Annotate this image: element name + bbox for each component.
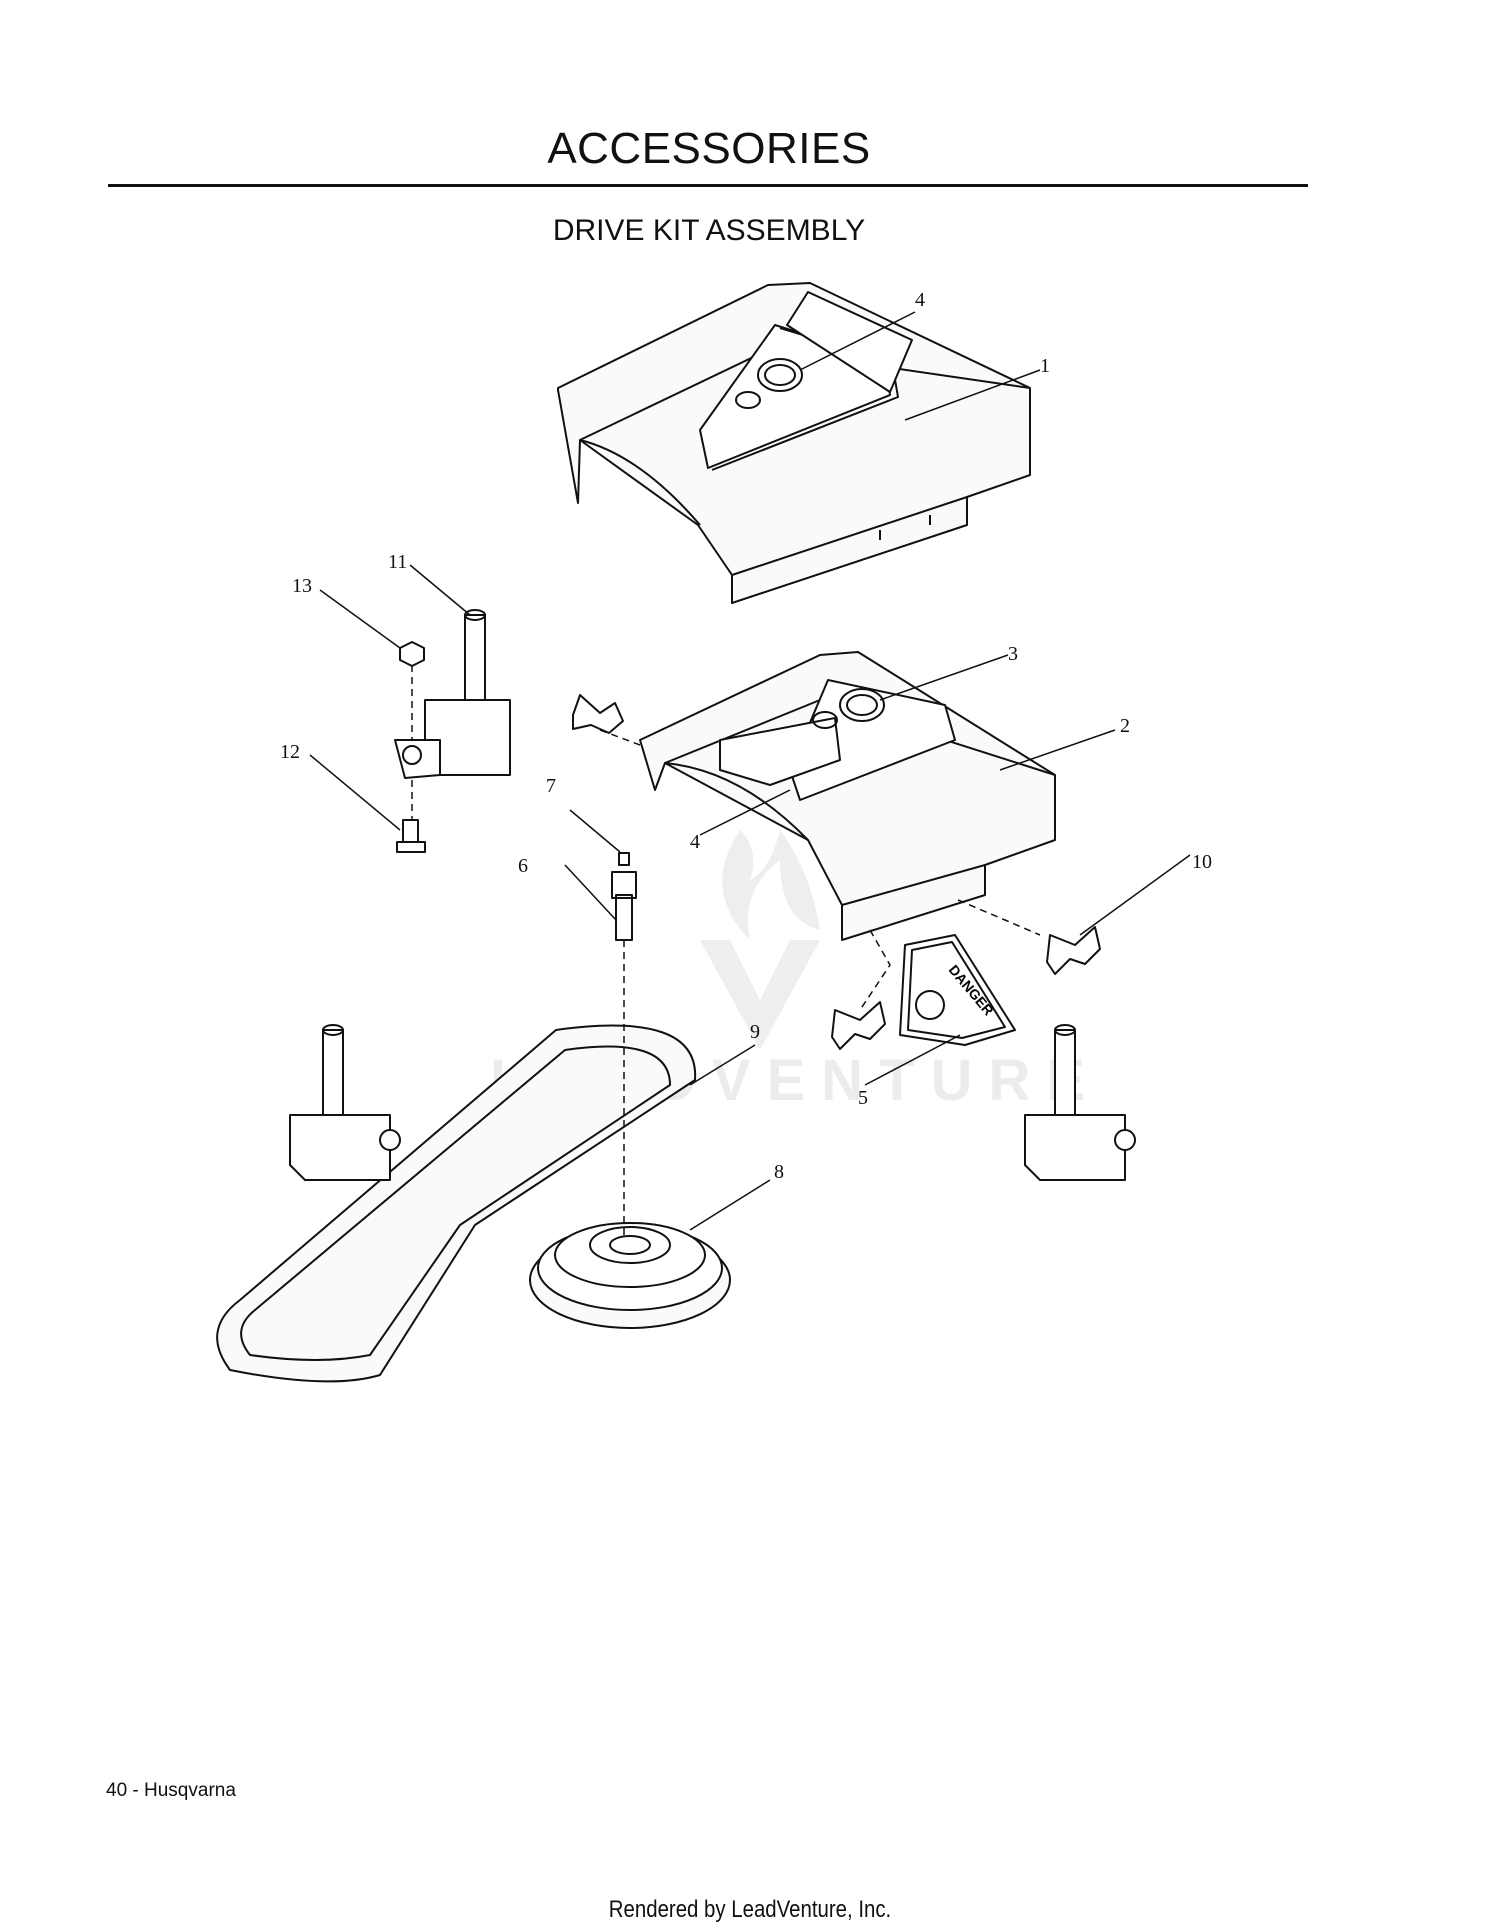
part-11-bracket-with-post	[394, 609, 511, 779]
callout-3: 3	[1008, 643, 1018, 665]
callout-1: 1	[1040, 355, 1050, 377]
header-rule	[108, 184, 1308, 187]
callout-4-lower: 4	[690, 831, 700, 853]
callout-6: 6	[518, 855, 528, 877]
page-number: 40 - Husqvarna	[106, 1780, 236, 1801]
part-9-belt	[216, 1024, 697, 1383]
rendered-by-credit: Rendered by LeadVenture, Inc.	[608, 1896, 892, 1923]
callout-12: 12	[280, 741, 300, 763]
part-12-bolt	[396, 819, 426, 853]
callout-9: 9	[750, 1021, 760, 1043]
part-10-wing-nut-bottom	[831, 1001, 886, 1050]
part-2-lower-cover	[639, 651, 1056, 941]
part-13-nut	[399, 641, 425, 667]
part-7-grease-fitting	[618, 852, 630, 866]
part-5-danger-decal	[899, 934, 1016, 1046]
section-title: DRIVE KIT ASSEMBLY	[552, 214, 866, 247]
part-8-pulley	[529, 1222, 731, 1329]
callout-8: 8	[774, 1161, 784, 1183]
part-1-top-cover	[557, 282, 1031, 604]
callout-13: 13	[292, 575, 312, 597]
page-title: ACCESSORIES	[547, 124, 871, 173]
part-10-wing-nut-left	[572, 694, 624, 734]
mount-post-right	[1024, 1024, 1136, 1181]
callout-7: 7	[546, 775, 556, 797]
callout-2: 2	[1120, 715, 1130, 737]
callout-4-top: 4	[915, 289, 925, 311]
part-10-wing-nut-right	[1046, 926, 1101, 975]
callout-5: 5	[858, 1087, 868, 1109]
callout-11: 11	[388, 551, 407, 573]
part-6-spindle	[611, 871, 637, 941]
callout-10: 10	[1192, 851, 1212, 873]
mount-post-left	[289, 1024, 401, 1181]
